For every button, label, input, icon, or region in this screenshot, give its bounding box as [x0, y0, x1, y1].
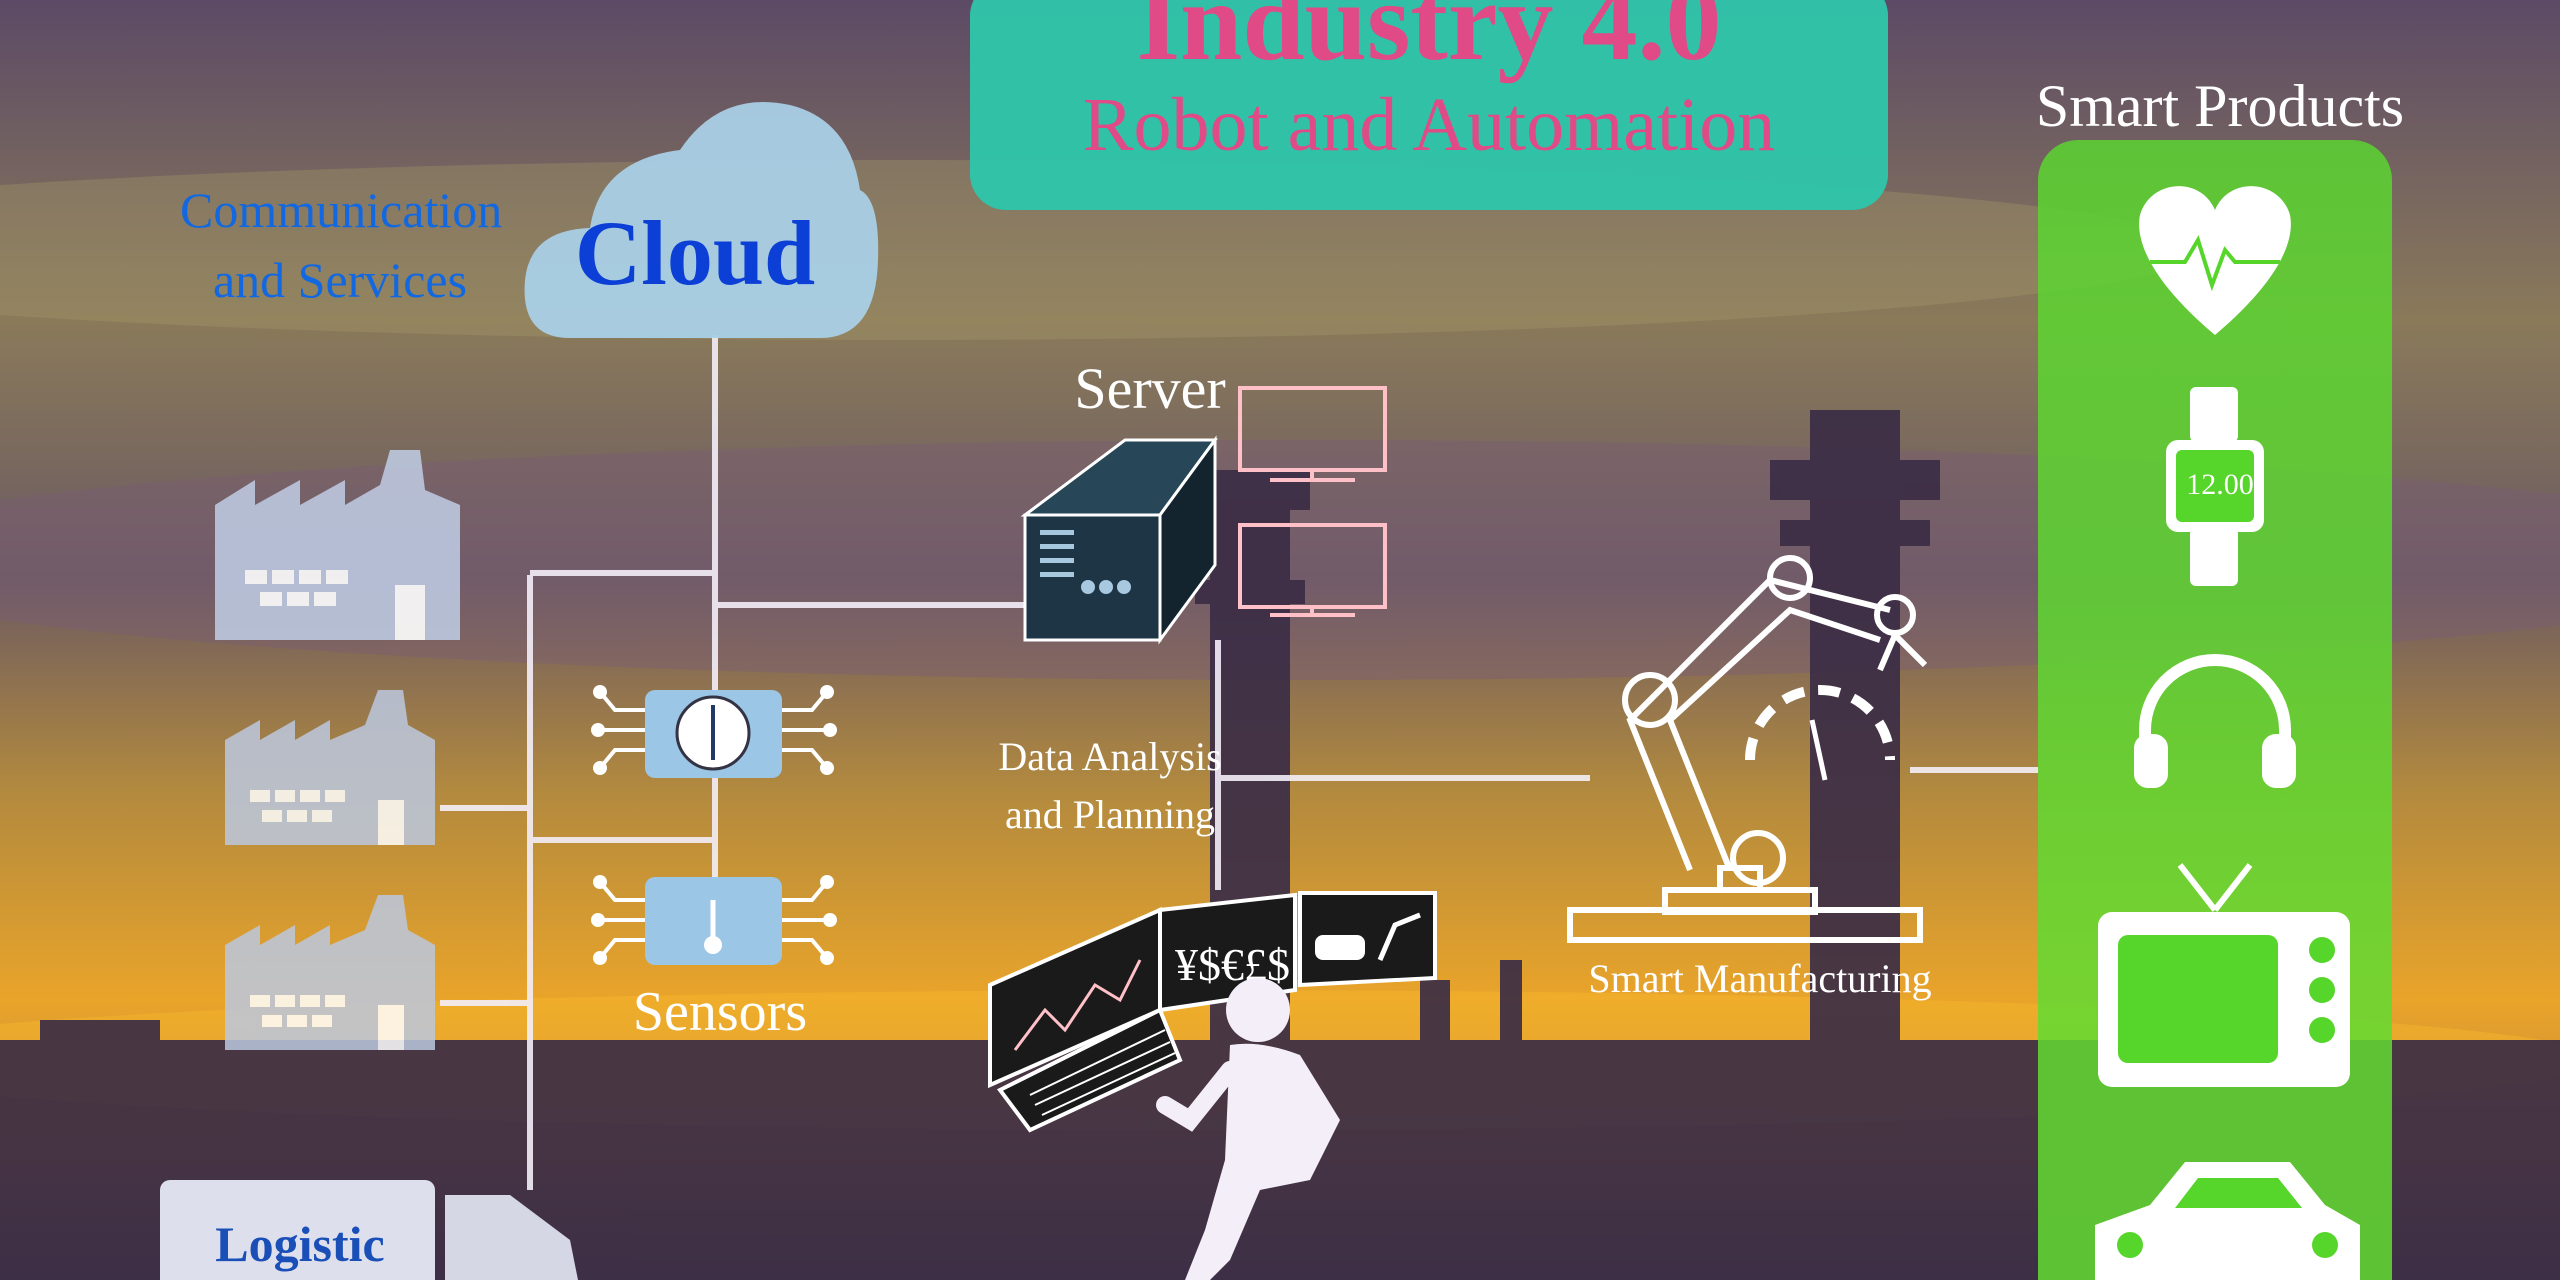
- smart-manufacturing-label: Smart Manufacturing: [1588, 956, 1932, 1001]
- factory-icon: [225, 895, 435, 1050]
- monitor-icon: [1238, 386, 1387, 482]
- clock-sensor-icon: [591, 685, 837, 778]
- page-title: Industry 4.0: [1136, 0, 1722, 84]
- truck-icon: [445, 1195, 578, 1280]
- logistic-box: [160, 1180, 435, 1280]
- robot-arm-icon: [1567, 555, 1928, 943]
- heart-rate-icon: [2139, 186, 2291, 335]
- thermometer-sensor-icon: [591, 875, 837, 965]
- title-banner: Industry 4.0 Robot and Automation: [970, 0, 1888, 210]
- server-label: Server: [1074, 356, 1226, 421]
- logistic-label: Logistic: [215, 1216, 385, 1272]
- headphones-icon: [2134, 654, 2296, 788]
- analysis-workstation-icon: ¥$€£$: [988, 891, 1437, 1280]
- monitor-icon: [1238, 523, 1387, 617]
- car-icon: [2095, 1162, 2360, 1280]
- cloud-icon: [524, 102, 879, 338]
- data-analysis-label: Data Analysis and Planning: [998, 734, 1222, 837]
- connector-lines: [440, 335, 2038, 1190]
- sensors-label: Sensors: [632, 981, 808, 1043]
- smart-products-label: Smart Products: [2035, 73, 2405, 139]
- smart-watch-icon: [2166, 387, 2264, 586]
- cloud-label: Cloud: [574, 202, 816, 304]
- page-subtitle: Robot and Automation: [1082, 83, 1776, 167]
- server-icon: [1020, 435, 1218, 645]
- factory-icon: [215, 450, 460, 640]
- tv-icon: [2098, 863, 2350, 1087]
- factory-icon: [225, 690, 435, 845]
- communication-label: Communication and Services: [180, 182, 503, 308]
- watch-display-text: 12.00: [2186, 468, 2254, 501]
